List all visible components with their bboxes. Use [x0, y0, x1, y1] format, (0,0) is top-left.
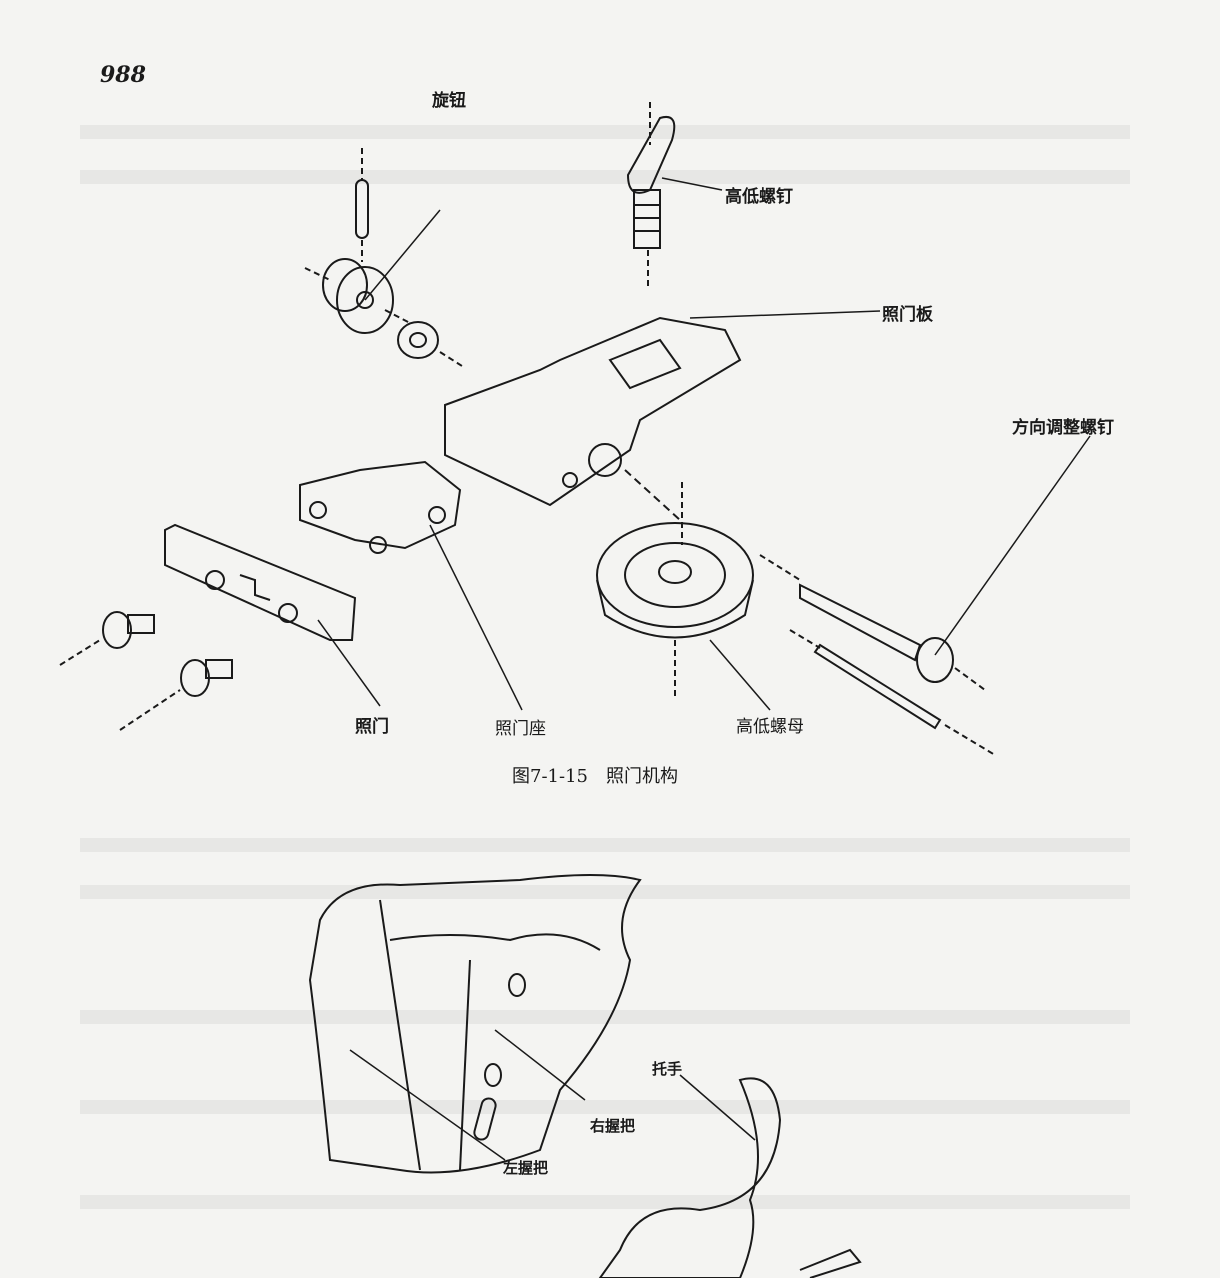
rear-sight-base-drawing: [299, 460, 523, 711]
label-hand-rest: 托手: [652, 1060, 683, 1078]
label-rear-sight-base: 照门座: [495, 719, 546, 739]
label-rear-sight: 照门: [355, 717, 389, 737]
page-number: 988: [100, 62, 146, 88]
bleed-through-text: [80, 170, 1130, 184]
knob-drawing: [304, 209, 463, 367]
windage-screw-drawing: [759, 435, 1091, 756]
pin-drawing: [355, 148, 369, 262]
label-elevation-screw: 高低螺钉: [725, 187, 793, 207]
figure-caption: 图7-1-15 照门机构: [512, 766, 678, 787]
rear-sight-drawing: [164, 523, 381, 707]
bleed-through-text: [80, 838, 1130, 852]
bleed-through-text: [80, 1100, 1130, 1114]
elevation-nut-drawing: [596, 482, 771, 711]
label-windage-screw: 方向调整螺钉: [1012, 418, 1114, 438]
label-knob: 旋钮: [432, 91, 466, 111]
bleed-through-text: [80, 1195, 1130, 1209]
label-elevation-nut: 高低螺母: [736, 717, 804, 737]
small-screws-drawing: [59, 611, 233, 731]
label-right-grip: 右握把: [590, 1117, 636, 1135]
hand-rest-drawing: [598, 1074, 862, 1278]
elevation-screw-drawing: [626, 102, 723, 290]
rear-sight-plate-drawing: [444, 310, 881, 521]
bleed-through-text: [80, 1010, 1130, 1024]
label-rear-sight-plate: 照门板: [882, 305, 933, 325]
label-left-grip: 左握把: [503, 1159, 549, 1177]
bleed-through-text: [80, 125, 1130, 139]
grip-assembly-drawing: [308, 874, 642, 1174]
